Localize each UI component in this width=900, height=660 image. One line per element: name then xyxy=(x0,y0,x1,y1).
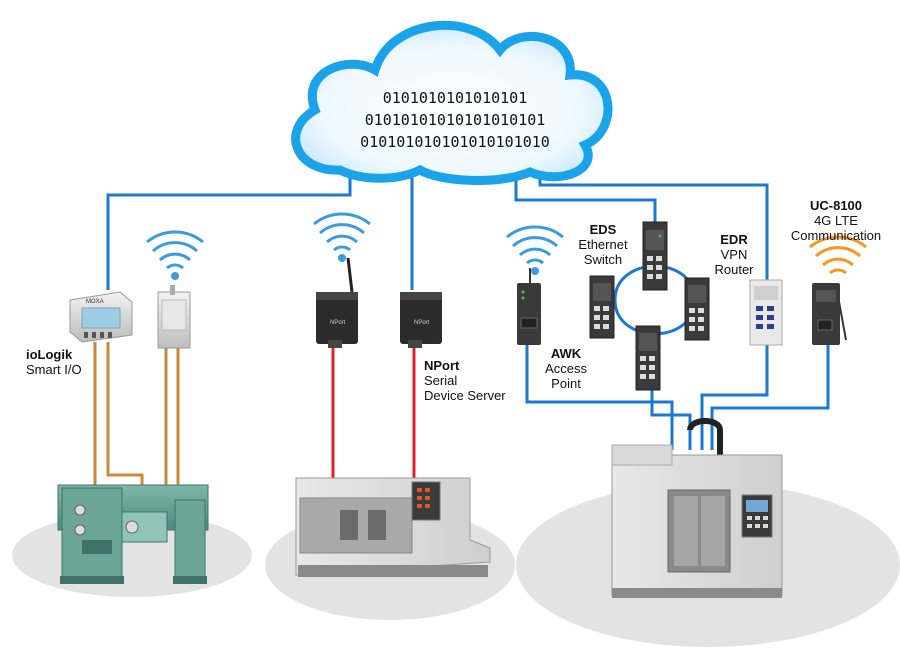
awk-line1: Access xyxy=(545,361,587,376)
io-module-device xyxy=(157,285,191,349)
eds-switch-top xyxy=(642,221,668,291)
eds-switch-bottom xyxy=(635,325,661,391)
uc8100-device xyxy=(812,283,847,345)
iologik-name: ioLogik xyxy=(26,347,73,362)
label-edr: EDR VPN Router xyxy=(706,232,762,277)
binary-line-3: 010101010101010101010 xyxy=(360,133,550,151)
edr-name: EDR xyxy=(720,232,748,247)
link-awk-cnc xyxy=(525,345,674,450)
cnc-machine-middle xyxy=(295,477,491,577)
wifi-icon xyxy=(506,225,564,275)
nport-face-wireless: NPort xyxy=(330,320,346,326)
nport-face: NPort xyxy=(414,320,430,326)
awk-line2: Point xyxy=(551,376,581,391)
uc8100-line1: 4G LTE xyxy=(814,213,858,228)
nport-name: NPort xyxy=(424,358,460,373)
binary-line-1: 0101010101010101 xyxy=(383,89,528,107)
cloud-shape xyxy=(291,20,613,185)
edr-line1: VPN xyxy=(720,247,748,262)
nport-device-wireless: NPort xyxy=(316,257,358,348)
binary-line-2: 01010101010101010101 xyxy=(365,111,546,129)
cnc-machine-right xyxy=(611,418,783,598)
uc8100-line2: Communication xyxy=(790,228,882,243)
edr-device xyxy=(749,279,783,346)
label-eds: EDS Ethernet Switch xyxy=(570,222,636,267)
lte-signal-icon xyxy=(809,235,867,275)
nport-line1: Serial xyxy=(424,373,458,388)
link-eds-cnc xyxy=(650,390,692,450)
eds-line2: Switch xyxy=(583,252,623,267)
label-nport: NPort Serial Device Server xyxy=(424,358,506,403)
iologik-desc: Smart I/O xyxy=(26,362,82,377)
uc8100-name: UC-8100 xyxy=(809,198,863,213)
serial-links xyxy=(331,348,416,478)
eds-name: EDS xyxy=(589,222,617,237)
nport-line2: Device Server xyxy=(424,388,506,403)
link-cloud-eds xyxy=(514,165,657,222)
io-wire-2 xyxy=(106,342,144,500)
wifi-icon xyxy=(313,212,371,262)
iologik-brand: MOXA xyxy=(86,299,104,305)
label-iologik: ioLogik Smart I/O xyxy=(26,347,82,377)
wifi-icon xyxy=(146,230,204,280)
eds-switch-left xyxy=(589,275,615,339)
ethernet-links xyxy=(106,165,830,450)
iologik-device: MOXA xyxy=(69,291,133,343)
awk-name: AWK xyxy=(550,346,582,361)
lathe-machine xyxy=(57,484,209,584)
label-uc8100: UC-8100 4G LTE Communication xyxy=(780,198,892,243)
eds-switch-right xyxy=(684,277,710,341)
link-cloud-iologik xyxy=(106,168,352,290)
link-uc-cnc xyxy=(710,345,830,450)
cloud: 0101010101010101 01010101010101010101 01… xyxy=(291,20,613,185)
awk-device xyxy=(517,268,541,345)
io-wires xyxy=(93,342,180,500)
label-awk: AWK Access Point xyxy=(538,346,594,391)
eds-line1: Ethernet xyxy=(578,237,628,252)
edr-line2: Router xyxy=(714,262,754,277)
nport-device: NPort xyxy=(400,292,442,348)
